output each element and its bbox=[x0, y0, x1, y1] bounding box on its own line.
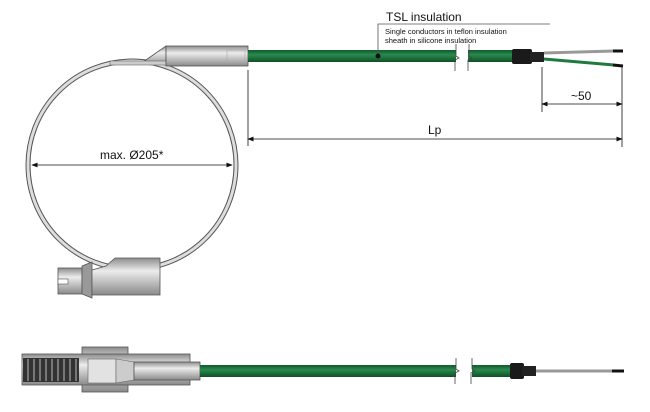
diameter-label: max. Ø205* bbox=[100, 148, 164, 162]
probe-length-label: Lp bbox=[428, 123, 442, 137]
insulation-line1: Single conductors in teflon insulation bbox=[385, 27, 507, 36]
insulation-title: TSL insulation bbox=[386, 10, 462, 24]
strip-length-dimension: ~50 bbox=[541, 67, 623, 147]
cable-top bbox=[248, 44, 624, 71]
insulation-line2: sheath in silicone insulation bbox=[385, 36, 476, 45]
clamp-screw-housing bbox=[57, 257, 161, 299]
sensor-sleeve bbox=[109, 45, 249, 67]
strip-length-label: ~50 bbox=[571, 89, 592, 103]
insulation-callout: TSL insulation Single conductors in tefl… bbox=[375, 10, 550, 59]
diameter-dimension: max. Ø205* bbox=[31, 148, 233, 168]
side-view bbox=[21, 346, 624, 393]
probe-length-dimension: Lp bbox=[247, 70, 623, 146]
